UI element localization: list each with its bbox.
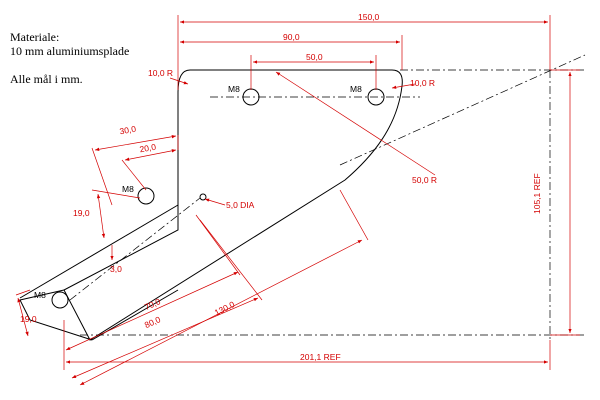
dim-text-105-ref: 105,1 REF bbox=[532, 173, 542, 214]
leader-radius-left bbox=[169, 77, 189, 85]
dim-text-19-upper: 19,0 bbox=[73, 208, 90, 218]
dim-text-5-dia: 5,0 DIA bbox=[226, 200, 255, 210]
center-lines bbox=[69, 54, 586, 340]
units-note: Alle mål i mm. bbox=[10, 72, 83, 86]
dim-text-19-lower: 19,0 bbox=[20, 314, 37, 324]
dim-text-radius-left: 10,0 R bbox=[148, 68, 173, 78]
material-spec: 10 mm aluminiumsplade bbox=[10, 44, 130, 58]
dim-text-70: 70,0 bbox=[143, 296, 162, 312]
arm-edge-upper bbox=[19, 204, 179, 299]
dim-text-50: 50,0 bbox=[306, 52, 323, 62]
dim-text-90: 90,0 bbox=[283, 32, 300, 42]
dim-line-30 bbox=[94, 135, 177, 151]
hole-label-arm-end: M8 bbox=[34, 290, 46, 300]
dim-line-19-lower bbox=[17, 297, 29, 337]
dim-text-80: 80,0 bbox=[143, 314, 162, 330]
dim-line-70 bbox=[65, 271, 239, 351]
hole-arm-mid bbox=[137, 187, 155, 205]
dimension-texts: 150,0 90,0 50,0 10,0 R 10,0 R 50,0 R 105… bbox=[20, 12, 542, 362]
dim-line-19-upper bbox=[96, 193, 106, 239]
holes bbox=[51, 88, 385, 309]
dim-text-3: 3,0 bbox=[110, 264, 122, 274]
part-outline bbox=[19, 69, 403, 341]
hole-label-top-left: M8 bbox=[228, 84, 240, 94]
dim-text-radius-50: 50,0 R bbox=[412, 175, 437, 185]
hole-label-arm-mid: M8 bbox=[122, 184, 134, 194]
hole-arm-end bbox=[51, 291, 69, 309]
dim-text-150: 150,0 bbox=[358, 12, 380, 22]
dim-line-130 bbox=[79, 239, 363, 386]
hole-label-top-right: M8 bbox=[350, 84, 362, 94]
material-heading: Materiale: bbox=[10, 30, 60, 44]
hole-labels: M8 M8 M8 M8 bbox=[34, 84, 362, 300]
dim-text-radius-right: 10,0 R bbox=[410, 78, 435, 88]
leader-radius-right bbox=[391, 83, 416, 89]
dim-text-20: 20,0 bbox=[139, 142, 157, 155]
dim-line-20 bbox=[124, 149, 177, 161]
dim-text-201-ref: 201,1 REF bbox=[300, 352, 341, 362]
dim-text-130: 130,0 bbox=[213, 299, 237, 318]
hole-small bbox=[199, 193, 207, 201]
dimension-lines bbox=[15, 15, 580, 386]
leader-radius-50 bbox=[275, 71, 436, 176]
centerline-slant-top bbox=[339, 54, 586, 166]
top-plate-outline bbox=[63, 69, 403, 341]
dim-text-30: 30,0 bbox=[119, 124, 137, 137]
leader-small-hole bbox=[204, 198, 226, 206]
